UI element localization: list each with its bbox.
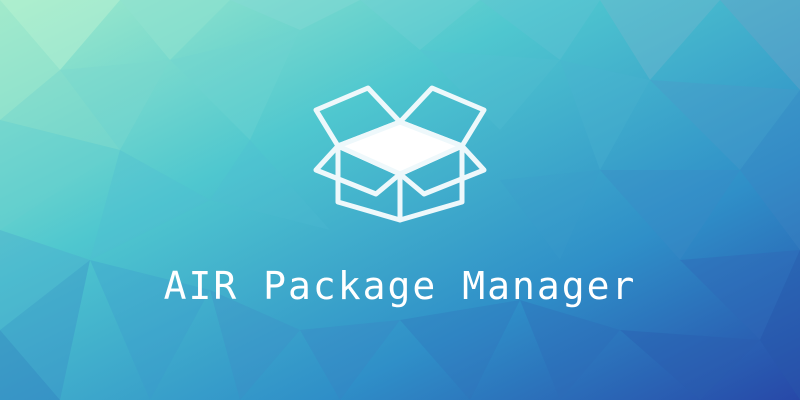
app-title: AIR Package Manager [163,264,637,308]
open-box-icon [313,85,487,223]
